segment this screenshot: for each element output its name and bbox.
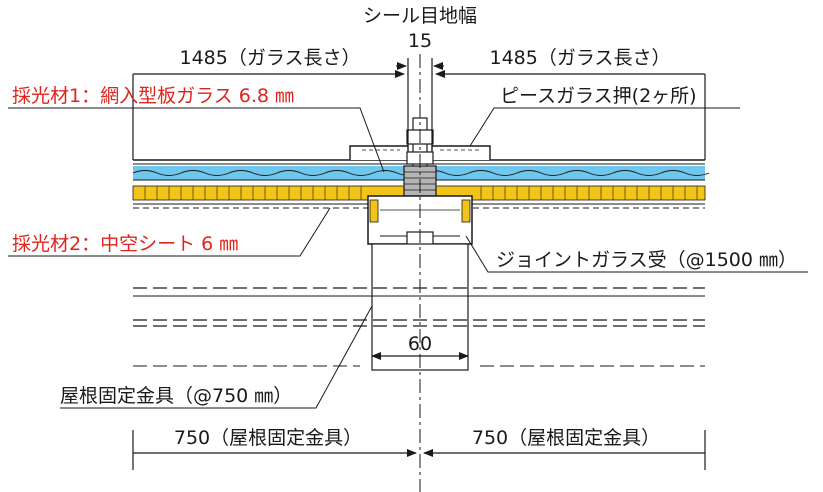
leader-lines	[8, 107, 808, 409]
label-piece-glass-holder: ピースガラス押(2ヶ所)	[500, 85, 697, 107]
label-dimension-60: 60	[408, 333, 432, 355]
label-joint-glass-receiver: ジョイントガラス受（@1500 ㎜）	[496, 249, 797, 271]
label-seal-value: 15	[408, 30, 432, 52]
leader-material1	[8, 107, 385, 173]
label-roof-fixing-bracket: 屋根固定金具（@750 ㎜）	[60, 385, 292, 407]
label-seal-joint-width: シール目地幅	[363, 5, 477, 27]
label-material2: 採光材2：中空シート 6 ㎜	[12, 233, 238, 255]
label-bracket-spacing-right: 750（屋根固定金具）	[472, 427, 660, 449]
leader-joint-receiver	[465, 235, 808, 273]
label-material1: 採光材1：網入型板ガラス 6.8 ㎜	[12, 85, 294, 107]
leader-material2	[8, 207, 331, 257]
label-glass-length-left: 1485（ガラス長さ）	[180, 47, 361, 69]
leader-piece-holder	[469, 107, 740, 147]
label-bracket-spacing-left: 750（屋根固定金具）	[174, 427, 362, 449]
leader-roof-bracket	[60, 305, 373, 409]
text-labels: シール目地幅 15 1485（ガラス長さ） 1485（ガラス長さ） 採光材1：網…	[12, 5, 797, 449]
piece-glass-holder-right	[431, 145, 491, 160]
dimension-lines	[132, 58, 706, 470]
label-glass-length-right: 1485（ガラス長さ）	[490, 47, 671, 69]
